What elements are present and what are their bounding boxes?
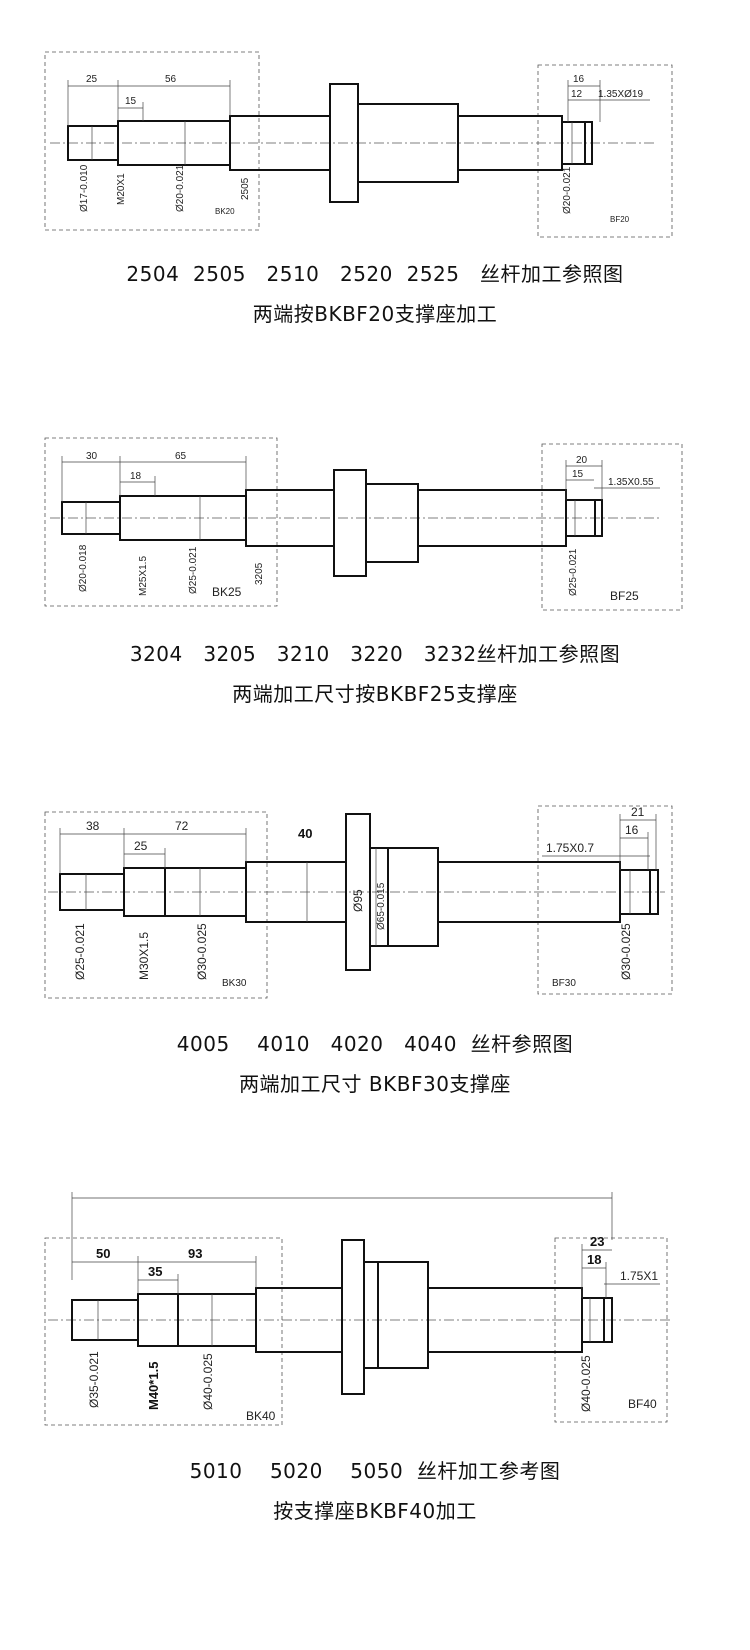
- bk20-outline: [44, 51, 260, 231]
- caption-line-2: 两端加工尺寸按BKBF25支撑座: [232, 682, 518, 706]
- dim-diameter-2: Ø25-0.021: [188, 546, 199, 594]
- caption-line-2: 两端按BKBF20支撑座加工: [252, 302, 498, 326]
- dim-length-15: 15: [125, 96, 137, 107]
- dim-length-25: 25: [134, 839, 148, 853]
- bf30-outline: [537, 805, 673, 995]
- dim-length-18: 18: [587, 1252, 601, 1267]
- dim-diameter-1: Ø35-0.021: [87, 1351, 101, 1408]
- shaft-drawing-bkbf20: 25 56 15 16 12 1.35XØ19 Ø17-0.010 M20X1 …: [44, 51, 673, 238]
- dim-length-38: 38: [86, 819, 100, 833]
- dim-length-35: 35: [148, 1264, 162, 1279]
- dim-diameter-3: Ø40-0.025: [579, 1355, 593, 1412]
- caption-line-1: 5010 5020 5050 丝杆加工参考图: [189, 1459, 561, 1483]
- drawing-section-1: 25 56 15 16 12 1.35XØ19 Ø17-0.010 M20X1 …: [0, 0, 750, 340]
- shaft-drawing-bkbf30: 38 72 25 40 21 16 1.75X0.7 Ø25-0.021 M30…: [44, 805, 673, 999]
- dim-diameter-2: Ø30-0.025: [195, 923, 209, 980]
- shaft-end-right: [581, 1297, 613, 1343]
- nut-body: [365, 483, 419, 563]
- dim-length-56: 56: [165, 74, 177, 85]
- dim-thread: M30X1.5: [137, 932, 151, 980]
- label-bk: BK30: [222, 978, 247, 989]
- shaft-end-right: [619, 869, 659, 915]
- dim-length-16: 16: [625, 823, 639, 837]
- caption-line-1: 4005 4010 4020 4040 丝杆参照图: [176, 1032, 574, 1056]
- dim-diameter-3: Ø25-0.021: [568, 548, 579, 596]
- dim-diameter-1: Ø25-0.021: [73, 923, 87, 980]
- dim-length-25: 25: [86, 74, 98, 85]
- dim-length-20: 20: [576, 455, 588, 466]
- dim-length-21: 21: [631, 805, 645, 819]
- dim-model: 2505: [240, 177, 251, 200]
- dim-chamfer: 1.35XØ19: [598, 89, 643, 100]
- dim-diameter-1: Ø17-0.010: [79, 164, 90, 212]
- dim-length-16: 16: [573, 74, 585, 85]
- nut-flange: [333, 469, 367, 577]
- label-bk: BK20: [215, 207, 235, 216]
- dim-chamfer: 1.35X0.55: [608, 477, 654, 488]
- dim-thread: M20X1: [116, 173, 127, 205]
- dim-length-72: 72: [175, 819, 189, 833]
- dim-length-18: 18: [130, 471, 142, 482]
- shaft-end-right: [561, 121, 593, 165]
- label-bf: BF30: [552, 978, 576, 989]
- dim-chamfer: 1.75X1: [620, 1269, 658, 1283]
- shaft-drawing-bkbf40: 50 93 35 23 18 1.75X1 Ø35-0.021 M40*1.5 …: [44, 1192, 670, 1426]
- drawing-section-3: 38 72 25 40 21 16 1.75X0.7 Ø25-0.021 M30…: [0, 800, 750, 1100]
- dim-length-12: 12: [571, 89, 583, 100]
- dim-diameter-2: Ø40-0.025: [201, 1353, 215, 1410]
- caption-line-2: 按支撑座BKBF40加工: [273, 1499, 477, 1523]
- nut-body: [363, 1261, 429, 1369]
- bk25-outline: [44, 437, 278, 607]
- caption-line-2: 两端加工尺寸 BKBF30支撑座: [239, 1072, 511, 1096]
- dim-chamfer: 1.75X0.7: [546, 841, 594, 855]
- dim-diameter-3: Ø20-0.021: [562, 166, 573, 214]
- dim-diameter-1: Ø20-0.018: [78, 544, 89, 592]
- bk40-outline: [44, 1237, 283, 1426]
- label-bk: BK40: [246, 1409, 276, 1423]
- bf20-outline: [537, 64, 673, 238]
- drawing-section-4: 50 93 35 23 18 1.75X1 Ø35-0.021 M40*1.5 …: [0, 1180, 750, 1650]
- nut-flange: [341, 1239, 365, 1395]
- dim-length-30: 30: [86, 451, 98, 462]
- bf40-outline: [554, 1237, 668, 1423]
- label-bf: BF25: [610, 589, 639, 603]
- dim-thread: M40*1.5: [146, 1362, 161, 1410]
- dim-diameter-3: Ø30-0.025: [619, 923, 633, 980]
- dim-length-50: 50: [96, 1246, 110, 1261]
- caption-line-1: 2504 2505 2510 2520 2525 丝杆加工参照图: [126, 262, 624, 286]
- dim-length-40: 40: [298, 826, 312, 841]
- dim-thread: M25X1.5: [138, 556, 149, 596]
- shaft-drawing-bkbf25: 30 65 18 20 15 1.35X0.55 Ø20-0.018 M25X1…: [44, 437, 683, 611]
- drawing-section-2: 30 65 18 20 15 1.35X0.55 Ø20-0.018 M25X1…: [0, 430, 750, 730]
- dim-length-93: 93: [188, 1246, 202, 1261]
- label-bf: BF20: [610, 215, 630, 224]
- dim-length-15: 15: [572, 469, 584, 480]
- label-bf: BF40: [628, 1397, 657, 1411]
- bk30-outline: [44, 811, 268, 999]
- bf25-outline: [541, 443, 683, 611]
- dim-flange-diameter: Ø95: [351, 889, 365, 912]
- dim-diameter-2: Ø20-0.021: [175, 164, 186, 212]
- dim-model: 3205: [254, 562, 265, 585]
- shaft-end-right: [565, 499, 603, 537]
- dim-nut-diameter: Ø65-0.015: [376, 882, 387, 930]
- dim-length-23: 23: [590, 1234, 604, 1249]
- dim-length-65: 65: [175, 451, 187, 462]
- caption-line-1: 3204 3205 3210 3220 3232丝杆加工参照图: [129, 642, 621, 666]
- label-bk: BK25: [212, 585, 242, 599]
